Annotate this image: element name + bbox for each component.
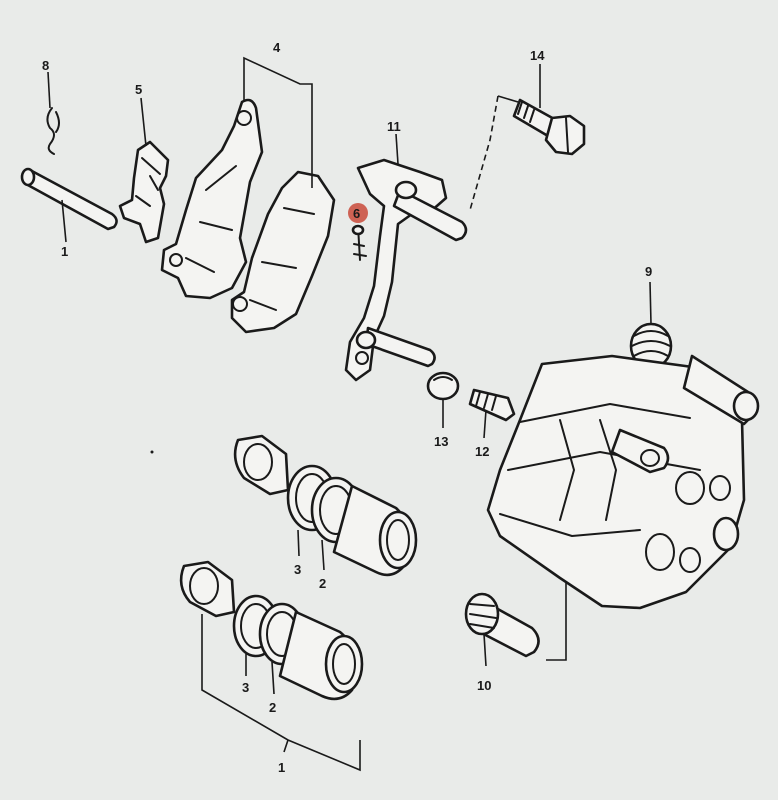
callout-label: 6 [353,206,360,221]
pin-clip [46,107,60,155]
speck [150,450,154,454]
callout-label: 11 [387,119,401,134]
callout-label: 9 [645,264,652,279]
callout-label: 3 [242,680,249,695]
slide-pin [464,592,540,658]
callout-label: 2 [269,700,276,715]
callout-label: 14 [530,48,545,63]
highlight-marker [348,203,368,223]
callout-label: 10 [477,678,491,693]
callout-label: 8 [42,58,49,73]
callout-label: 3 [294,562,301,577]
callout-label: 5 [135,82,142,97]
small-screw [351,224,367,261]
piston-seal-ring-upper [233,434,290,496]
piston-upper [332,484,418,577]
brake-pad-outer [230,170,336,334]
pad-pin [20,167,118,231]
callout-label: 4 [273,40,281,55]
callout-label: 12 [475,444,489,459]
brake-pad-inner [160,98,264,300]
callout-label: 2 [319,576,326,591]
pad-spring [118,140,170,244]
caliper-bracket [344,158,468,382]
callout-label: 1 [61,244,68,259]
bleeder-screw [468,388,516,422]
callout-label: 1 [278,760,285,775]
caliper-body [486,354,760,610]
dust-cap [426,371,460,401]
piston-seal-ring-lower [179,560,236,618]
piston-lower [278,610,364,701]
mounting-bolt [512,98,586,156]
callout-label: 13 [434,434,448,449]
